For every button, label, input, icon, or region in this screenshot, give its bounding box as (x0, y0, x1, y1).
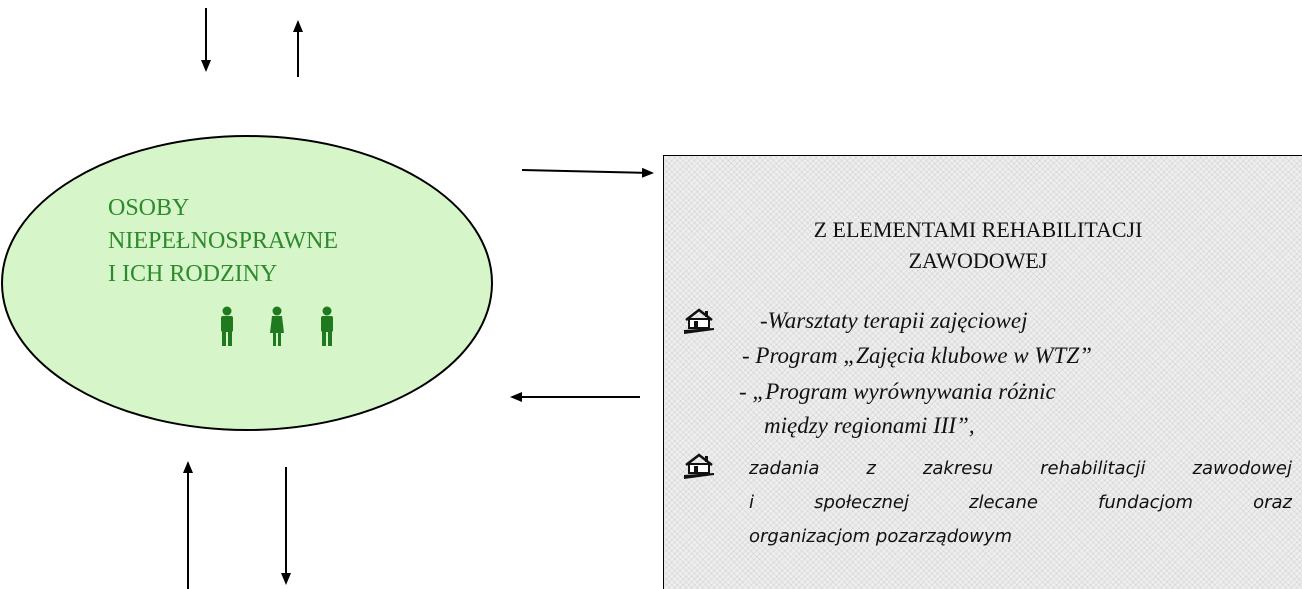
people-ellipse (1, 135, 493, 431)
ellipse-label-line: I ICH RODZINY (108, 261, 278, 287)
person-icon (321, 306, 333, 346)
program-item: - „Program wyrównywania różnic (739, 379, 1056, 404)
task-word: i (749, 492, 755, 513)
house-icon (684, 453, 714, 479)
task-word: oraz (1253, 492, 1292, 513)
ellipse-label-line: NIEPEŁNOSPRAWNE (108, 228, 339, 254)
program-item: między regionami III”, (764, 413, 975, 438)
task-word: rehabilitacji (1040, 458, 1146, 479)
task-word: zakresu (922, 458, 994, 479)
person-icon (270, 306, 284, 346)
task-word: organizacjom pozarządowym (749, 526, 1013, 547)
house-icon (684, 308, 714, 334)
task-word: fundacjom (1097, 492, 1194, 513)
box-title: Z ELEMENTAMI REHABILITACJI ZAWODOWEJ (664, 214, 1302, 276)
task-word: zawodowej (1192, 458, 1292, 479)
task-word: z (866, 458, 876, 479)
task-word: zadania (749, 458, 820, 479)
ellipse-label-line: OSOBY (108, 195, 190, 221)
task-word: zlecane (969, 492, 1038, 513)
task-word: społecznej (814, 492, 909, 513)
person-icon (221, 306, 233, 346)
task-line: i społecznej zlecane fundacjom oraz (749, 486, 1292, 520)
program-item: -Warsztaty terapii zajęciowej (760, 308, 1028, 333)
box-title-line: ZAWODOWEJ (908, 248, 1048, 273)
task-line: zadania z zakresu rehabilitacji zawodowe… (749, 452, 1292, 486)
box-title-line: Z ELEMENTAMI REHABILITACJI (813, 217, 1143, 242)
rehabilitation-box: Z ELEMENTAMI REHABILITACJI ZAWODOWEJ -Wa… (663, 155, 1302, 589)
task-description: zadania z zakresu rehabilitacji zawodowe… (749, 452, 1292, 554)
arrow-right (521, 167, 654, 178)
people-icons (218, 306, 336, 346)
task-line: organizacjom pozarządowym (749, 520, 1292, 554)
ellipse-label: OSOBY NIEPEŁNOSPRAWNE I ICH RODZINY (108, 192, 338, 291)
program-item: - Program „Zajęcia klubowe w WTZ” (742, 343, 1092, 368)
